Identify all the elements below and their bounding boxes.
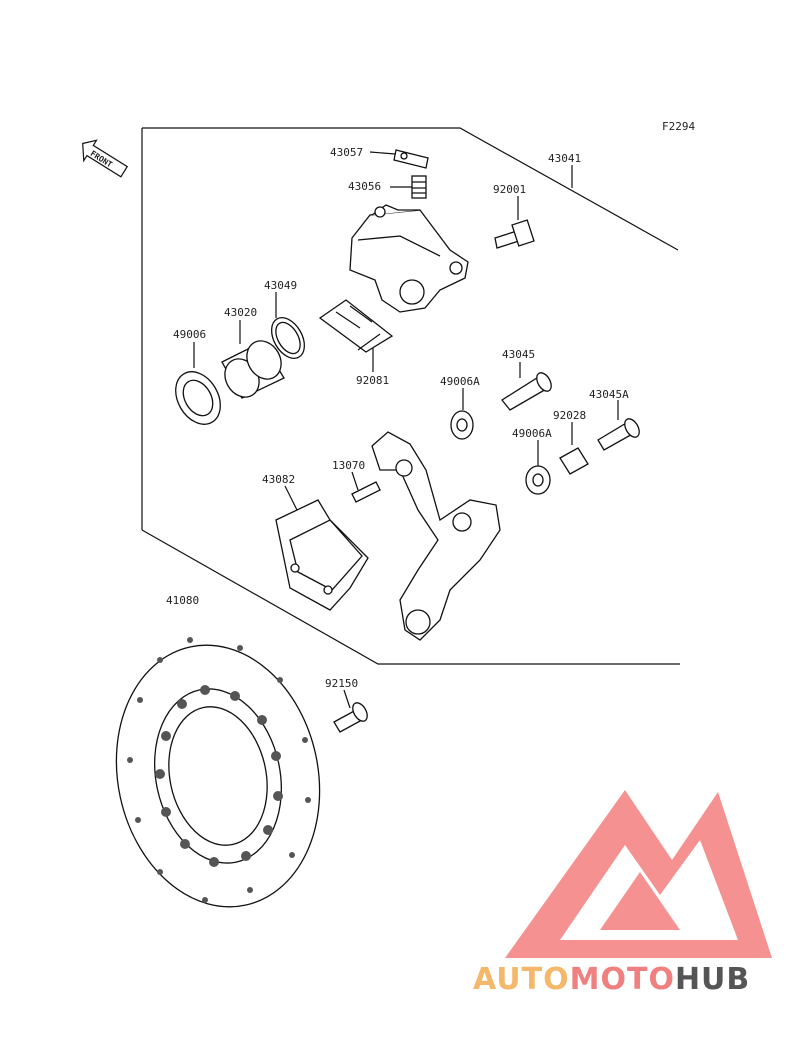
part-label-43045A: 43045A xyxy=(589,388,629,401)
brake-disc-part xyxy=(115,637,321,908)
part-label-13070: 13070 xyxy=(332,459,365,472)
part-label-43041: 43041 xyxy=(548,152,581,165)
part-label-92028: 92028 xyxy=(553,409,586,422)
bleeder-valve-part xyxy=(411,175,427,199)
part-label-49006A-upper: 49006A xyxy=(440,375,480,388)
caliper-body-part xyxy=(349,204,469,313)
part-label-41080: 41080 xyxy=(166,594,199,607)
part-label-92001: 92001 xyxy=(493,183,526,196)
watermark-hub: HUB xyxy=(674,962,751,997)
part-label-92081: 92081 xyxy=(356,374,389,387)
part-label-49006A-lower: 49006A xyxy=(512,427,552,440)
sleeve-92028-part xyxy=(559,447,589,475)
part-label-43045: 43045 xyxy=(502,348,535,361)
piston-seal-part xyxy=(270,317,306,359)
slide-pin-43045A-part xyxy=(597,418,640,451)
boot-49006A-lower-part xyxy=(525,465,551,495)
part-labels: F2294 43057 43056 43041 92001 43049 4302… xyxy=(166,120,695,690)
piston-part xyxy=(221,340,285,399)
group-frame-lines xyxy=(141,127,680,665)
boot-49006A-upper-part xyxy=(450,410,474,440)
pad-spring-part xyxy=(318,299,394,353)
part-label-43056: 43056 xyxy=(348,180,381,193)
part-label-43082: 43082 xyxy=(262,473,295,486)
caliper-bracket-part xyxy=(371,431,501,641)
watermark-text: AUTOMOTOHUB xyxy=(473,962,750,997)
watermark-logo xyxy=(505,790,772,958)
front-arrow-icon: FRONT xyxy=(82,139,129,178)
watermark-auto: AUTO xyxy=(473,962,570,997)
part-label-49006: 49006 xyxy=(173,328,206,341)
brake-pad-part xyxy=(275,499,369,611)
diagram-code: F2294 xyxy=(662,120,695,133)
part-label-43049: 43049 xyxy=(264,279,297,292)
bolt-92001-part xyxy=(494,219,535,249)
part-label-43057: 43057 xyxy=(330,146,363,159)
bleeder-cap-part xyxy=(393,149,429,169)
dust-seal-part xyxy=(175,371,221,425)
part-label-92150: 92150 xyxy=(325,677,358,690)
leader-lines xyxy=(193,151,619,709)
pad-clip-13070-part xyxy=(351,481,381,503)
slide-pin-43045-part xyxy=(501,372,552,411)
watermark-moto: MOTO xyxy=(569,962,675,997)
disc-bolt-92150-part xyxy=(333,702,368,733)
part-label-43020: 43020 xyxy=(224,306,257,319)
